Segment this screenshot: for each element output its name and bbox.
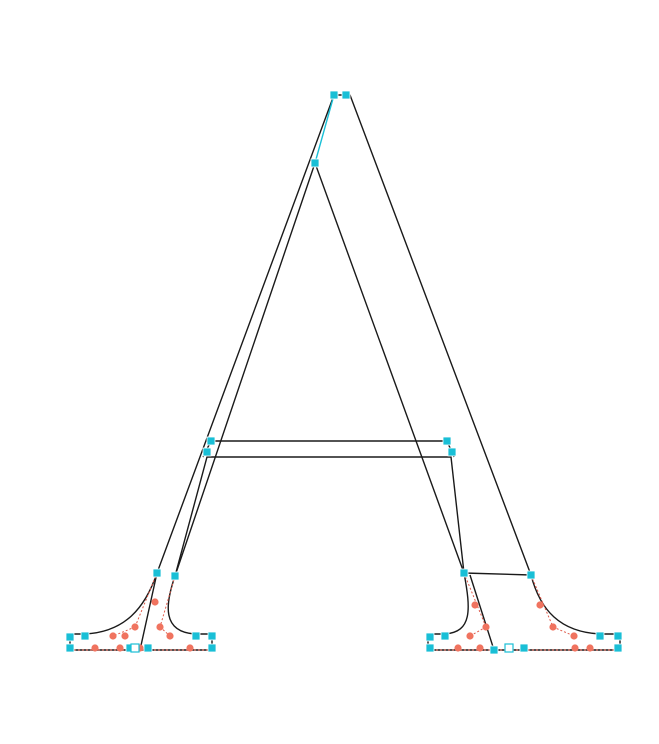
hollow-square-icon[interactable] <box>504 643 514 653</box>
handle-lines-group <box>70 572 620 651</box>
right-leg-connector[interactable] <box>463 572 532 651</box>
square-point-icon[interactable] <box>80 631 90 641</box>
square-point-icon[interactable] <box>440 631 450 641</box>
square-point-icon[interactable] <box>65 632 75 642</box>
square-point-icon[interactable] <box>519 643 529 653</box>
on-curve-points-group <box>65 90 623 655</box>
handle-line <box>463 572 487 628</box>
round-handle-icon[interactable] <box>570 632 578 640</box>
square-point-icon[interactable] <box>425 632 435 642</box>
square-point-icon[interactable] <box>206 436 216 446</box>
stem-connector[interactable] <box>314 94 335 164</box>
round-handle-icon[interactable] <box>454 644 462 652</box>
off-curve-handles-group <box>91 598 594 652</box>
round-handle-icon[interactable] <box>186 644 194 652</box>
square-point-icon[interactable] <box>526 570 536 580</box>
left-inner-stroke[interactable] <box>139 162 316 651</box>
square-point-icon[interactable] <box>341 90 351 100</box>
handle-line <box>530 574 554 628</box>
square-point-icon[interactable] <box>310 158 320 168</box>
round-handle-icon[interactable] <box>116 644 124 652</box>
square-point-icon[interactable] <box>459 568 469 578</box>
square-point-icon[interactable] <box>425 643 435 653</box>
square-point-icon[interactable] <box>207 631 217 641</box>
square-point-icon[interactable] <box>489 645 499 655</box>
round-handle-icon[interactable] <box>466 632 474 640</box>
round-handle-icon[interactable] <box>482 623 490 631</box>
round-handle-icon[interactable] <box>471 601 479 609</box>
square-point-icon[interactable] <box>152 568 162 578</box>
round-handle-icon[interactable] <box>549 623 557 631</box>
square-point-icon[interactable] <box>191 631 201 641</box>
square-point-icon[interactable] <box>170 571 180 581</box>
square-point-icon[interactable] <box>143 643 153 653</box>
handle-line <box>159 575 176 628</box>
round-handle-icon[interactable] <box>571 644 579 652</box>
handle-line <box>134 572 158 628</box>
round-handle-icon[interactable] <box>586 644 594 652</box>
square-point-icon[interactable] <box>207 643 217 653</box>
handle-line <box>469 626 487 637</box>
square-point-icon[interactable] <box>613 643 623 653</box>
round-handle-icon[interactable] <box>121 632 129 640</box>
round-handle-icon[interactable] <box>109 632 117 640</box>
round-handle-icon[interactable] <box>166 632 174 640</box>
square-point-icon[interactable] <box>65 643 75 653</box>
square-point-icon[interactable] <box>202 447 212 457</box>
square-point-icon[interactable] <box>595 631 605 641</box>
round-handle-icon[interactable] <box>131 623 139 631</box>
square-point-icon[interactable] <box>447 447 457 457</box>
glyph-outline-group <box>69 94 621 651</box>
round-handle-icon[interactable] <box>151 598 159 606</box>
square-point-icon[interactable] <box>442 436 452 446</box>
right-inner-stroke[interactable] <box>314 162 465 574</box>
round-handle-icon[interactable] <box>476 644 484 652</box>
square-point-icon[interactable] <box>613 631 623 641</box>
hollow-square-icon[interactable] <box>130 643 140 653</box>
outer-contour[interactable] <box>69 94 621 651</box>
round-handle-icon[interactable] <box>91 644 99 652</box>
square-point-icon[interactable] <box>329 90 339 100</box>
round-handle-icon[interactable] <box>156 623 164 631</box>
round-handle-icon[interactable] <box>536 601 544 609</box>
